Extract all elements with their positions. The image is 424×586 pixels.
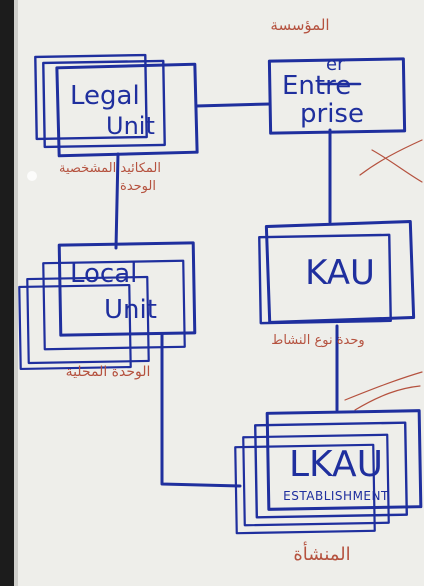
legal-unit-note-1: المكائيد المشخصية [59,161,161,176]
node-local-unit: Local Unit [18,241,197,371]
local-unit-note: الوحدة المحلية [66,364,151,380]
legal-unit-line2: Unit [106,112,155,140]
lkau-sublabel: ESTABLISHMENT [283,489,389,503]
node-lkau: LKAU ESTABLISHMENT [234,409,423,535]
kau-label: KAU [305,253,375,293]
enterprise-note: المؤسسة [270,16,329,34]
lkau-label: LKAU [289,444,383,485]
node-legal-unit: Legal Unit [34,53,199,158]
local-unit-line1: Local [70,259,137,289]
red-scribbles [344,139,423,411]
enterprise-correction: er [326,54,345,75]
connector-legal-enterprise [194,102,272,108]
enterprise-line2: prise [300,99,364,129]
lkau-note: المنشأة [293,541,350,565]
node-enterprise: Entre er prise [267,54,407,135]
legal-unit-line1: Legal [70,81,140,111]
paper-shadow [14,0,18,586]
connector-local-lkau [160,332,242,488]
glare-spot [27,171,37,181]
connector-legal-local [114,152,120,250]
kau-note: وحدة نوع النشاط [271,333,364,348]
local-unit-line2: Unit [104,295,157,325]
enterprise-line1: Entre [282,71,351,101]
connectors [114,102,339,488]
legal-unit-note-2: الوحدة [120,179,156,194]
paper-sheet [14,0,424,586]
node-kau: KAU [258,220,416,325]
